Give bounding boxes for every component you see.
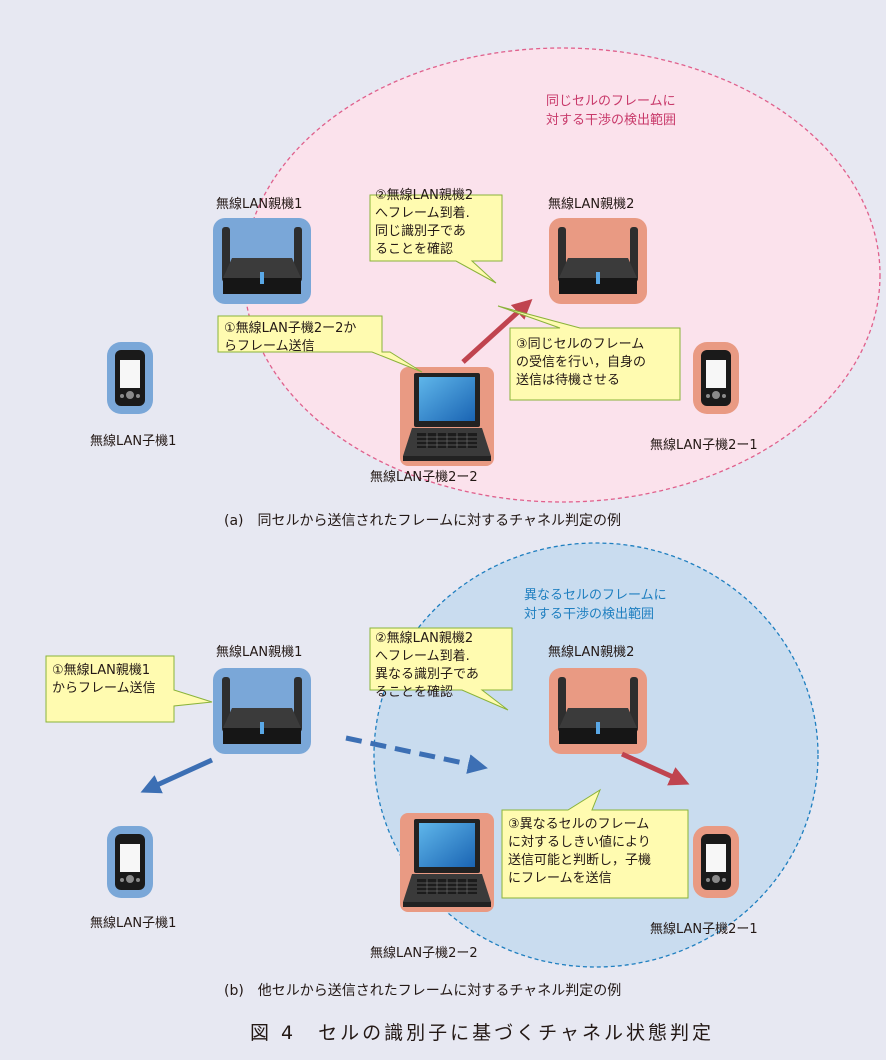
b-sta21-label: 無線LAN子機2ー1 xyxy=(650,922,758,937)
callout-a1-bubble xyxy=(217,315,423,373)
frame-arrow-ap1-to-ap2-dashed xyxy=(345,735,488,774)
b-sta21-phone-icon xyxy=(693,826,739,898)
sta21-phone-icon xyxy=(693,342,739,414)
b-sta1-phone-icon xyxy=(107,826,153,898)
callout-b3-text: ③異なるセルのフレーム に対するしきい値により 送信可能と判断し，子機 にフレー… xyxy=(508,817,652,886)
callout-a3-bubble xyxy=(497,305,681,401)
b-ap1-label: 無線LAN親機1 xyxy=(216,645,303,660)
same-cell-range-label: 同じセルのフレームに 対する干渉の検出範囲 xyxy=(546,94,677,128)
sta22-laptop-icon xyxy=(399,366,495,467)
sta1-phone-icon xyxy=(107,342,153,414)
b-ap2-label: 無線LAN親機2 xyxy=(548,645,635,660)
callout-b1-text: ①無線LAN親機1 からフレーム送信 xyxy=(52,663,156,696)
callout-a2-text: ②無線LAN親機2 へフレーム到着. 同じ識別子であ ることを確認 xyxy=(375,188,474,257)
ap1-router-icon xyxy=(213,218,311,304)
b-sta22-label: 無線LAN子機2ー2 xyxy=(370,946,478,961)
callout-a2-bubble xyxy=(369,194,503,284)
b-sta1-label: 無線LAN子機1 xyxy=(90,916,177,931)
a-sta1-label: 無線LAN子機1 xyxy=(90,434,177,449)
figure-title: 図 4 セルの識別子に基づくチャネル状態判定 xyxy=(250,1022,714,1044)
caption-a: (a) 同セルから送信されたフレームに対するチャネル判定の例 xyxy=(224,513,621,529)
caption-b: (b) 他セルから送信されたフレームに対するチャネル判定の例 xyxy=(224,983,622,999)
callout-b3-bubble xyxy=(501,788,689,899)
callout-b1-bubble xyxy=(45,655,213,723)
b-sta22-laptop-icon xyxy=(399,812,495,913)
frame-arrow-ap2-to-sta21 xyxy=(620,751,690,786)
a-ap1-label: 無線LAN親機1 xyxy=(216,197,303,212)
callout-b2-text: ②無線LAN親機2 へフレーム到着. 異なる識別子であ ることを確認 xyxy=(375,631,479,700)
b-ap1-router-icon xyxy=(213,668,311,754)
callout-a1-text: ①無線LAN子機2ー2か らフレーム送信 xyxy=(224,321,357,354)
a-sta22-label: 無線LAN子機2ー2 xyxy=(370,470,478,485)
callout-a3-text: ③同じセルのフレーム の受信を行い，自身の 送信は待機させる xyxy=(516,337,647,388)
ap2-router-icon xyxy=(549,218,647,304)
callout-b2-bubble xyxy=(369,627,513,711)
a-ap2-label: 無線LAN親機2 xyxy=(548,197,635,212)
b-ap2-router-icon xyxy=(549,668,647,754)
frame-arrow-ap1-to-sta1 xyxy=(140,757,214,794)
a-sta21-label: 無線LAN子機2ー1 xyxy=(650,438,758,453)
diff-cell-range-label: 異なるセルのフレームに 対する干渉の検出範囲 xyxy=(524,588,667,622)
